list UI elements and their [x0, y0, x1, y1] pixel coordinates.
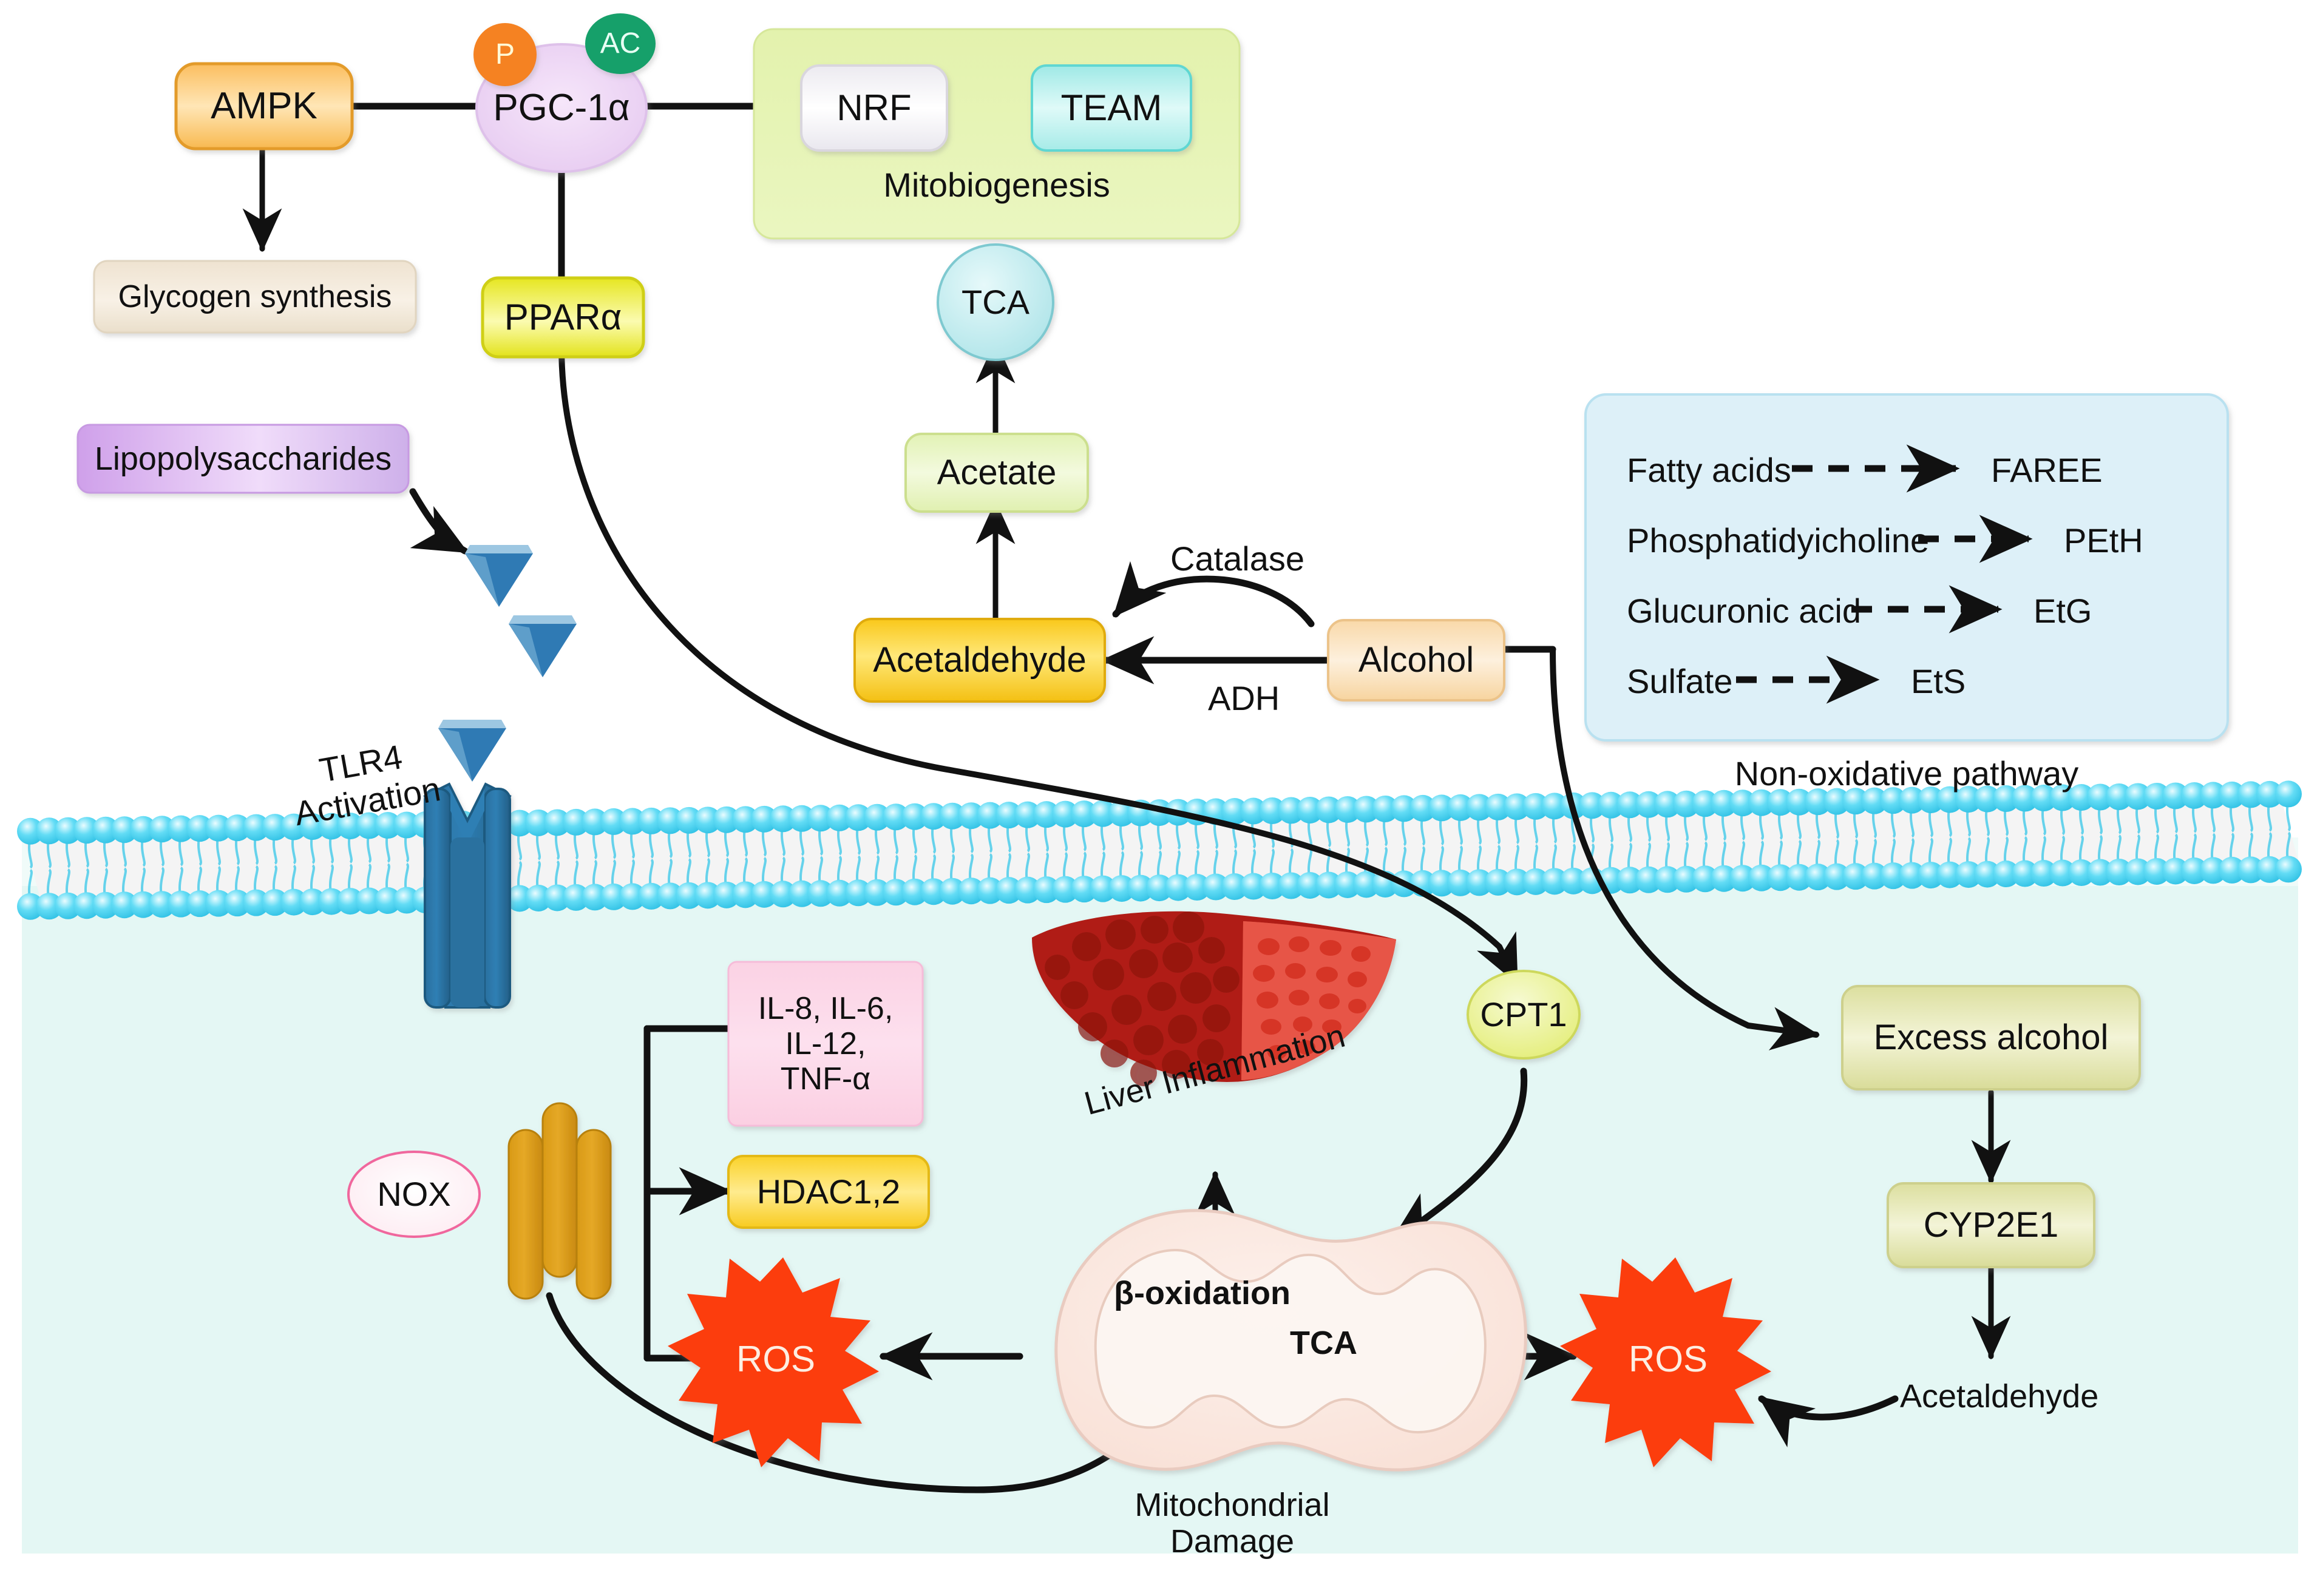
cpt1-ellipse [1467, 970, 1581, 1060]
ac-modification-badge [585, 13, 656, 74]
lps-label: Lipopolysaccharides [94, 440, 392, 477]
cytokine-box [727, 961, 924, 1127]
beta-oxidation-label: β-oxidation [1114, 1275, 1291, 1311]
cyp2e1-box [1887, 1182, 2095, 1268]
ros-star-right [1560, 1257, 1771, 1467]
excess-alcohol-label: Excess alcohol [1873, 1017, 2109, 1057]
hdac-label: HDAC1,2 [756, 1172, 901, 1211]
pgc1a-label: PGC-1α [493, 87, 630, 129]
nonox-product-0: FAREE [1991, 451, 2103, 489]
tca-mito-label: TCA [1290, 1325, 1357, 1361]
mitochondrial-damage-label: Mitochondrial Damage [1135, 1486, 1330, 1560]
tlr4-receptor [423, 782, 512, 1009]
lps-triangle-1 [465, 545, 533, 607]
acetate-label: Acetate [937, 452, 1057, 492]
ros-star-left [668, 1257, 879, 1467]
team-label: TEAM [1060, 87, 1162, 129]
edge-alcohol-excess [1550, 646, 1820, 1050]
ampk-box [174, 62, 354, 150]
non-oxidative-panel [1584, 393, 2229, 742]
ampk-label: AMPK [211, 85, 317, 127]
nonox-substrate-2: Glucuronic acid [1627, 592, 1861, 630]
acetaldehyde-box [853, 618, 1106, 703]
lps-box [76, 424, 410, 494]
ppara-label: PPARα [504, 297, 622, 338]
adh-label: ADH [1208, 679, 1280, 717]
p-modification-label: P [495, 38, 515, 71]
team-box [1031, 64, 1192, 152]
mitochondrion [1054, 1209, 1527, 1472]
lps-ligand-triangles [438, 545, 577, 782]
ac-modification-label: AC [600, 27, 641, 60]
lps-triangle-2 [509, 615, 577, 677]
edge-cpt1-mito [1389, 1067, 1528, 1245]
nox-ellipse [347, 1151, 481, 1238]
acetaldehyde-label: Acetaldehyde [873, 640, 1087, 680]
ppara-box [481, 276, 645, 359]
nonox-product-2: EtG [2033, 592, 2092, 630]
alcohol-label: Alcohol [1358, 640, 1474, 680]
nonox-substrate-1: Phosphatidyicholine [1627, 521, 1930, 560]
mitobiogenesis-label: Mitobiogenesis [883, 165, 1110, 204]
nox-membrane-complex [507, 1102, 612, 1300]
cyp2e1-label: CYP2E1 [1923, 1205, 2059, 1245]
nonox-product-1: PEtH [2064, 521, 2143, 560]
p-modification-badge [473, 23, 537, 86]
nrf-box [800, 64, 948, 152]
ros-right-label: ROS [1628, 1339, 1708, 1380]
ros-left-label: ROS [736, 1339, 816, 1380]
acetate-box [904, 433, 1089, 513]
nonox-substrate-3: Sulfate [1627, 662, 1733, 700]
glycogen-box [93, 260, 417, 334]
lps-triangle-3 [438, 720, 506, 782]
tca-circle [937, 243, 1054, 361]
edge-acetaldehyde-ros [1758, 1395, 1899, 1447]
cpt1-label: CPT1 [1480, 995, 1567, 1033]
tca-circle-label: TCA [962, 282, 1029, 321]
nrf-label: NRF [836, 87, 912, 129]
edge-lps-ligand [409, 488, 469, 555]
hdac-box [727, 1155, 930, 1229]
excess-alcohol-box [1841, 985, 2141, 1090]
nonox-substrate-0: Fatty acids [1627, 451, 1791, 489]
non-oxidative-caption: Non-oxidative pathway [1734, 754, 2079, 793]
nonox-product-3: EtS [1911, 662, 1966, 700]
catalase-label: Catalase [1170, 539, 1305, 578]
edge-alcohol-acetaldehyde-catalase [1112, 561, 1315, 627]
liver-illustration [1032, 911, 1396, 1086]
nox-label: NOX [377, 1174, 451, 1213]
edge-nox-mito [546, 1292, 1163, 1493]
edge-ppara-cpt1 [558, 343, 1519, 985]
alcohol-box [1327, 619, 1505, 702]
cytokines-label: IL-8, IL-6, IL-12, TNF-α [758, 990, 894, 1097]
acetaldehyde-bottom-label: Acetaldehyde [1900, 1378, 2099, 1415]
glycogen-label: Glycogen synthesis [118, 279, 392, 314]
